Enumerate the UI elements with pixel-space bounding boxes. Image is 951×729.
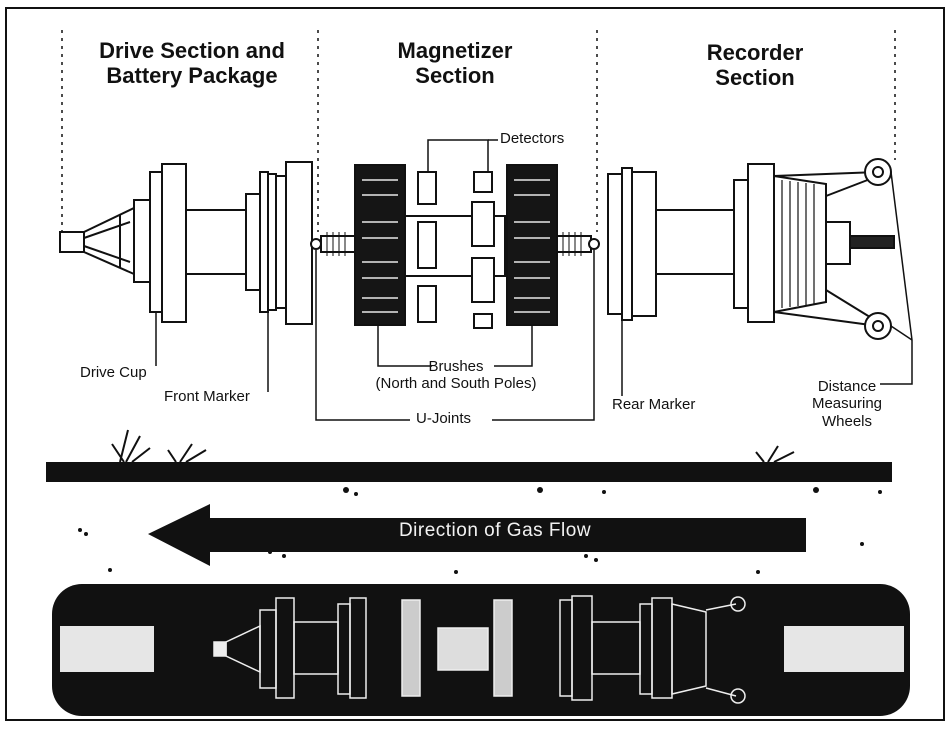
u-joint-left [311,239,321,249]
front-marker-label: Front Marker [164,388,250,405]
drive-section [60,162,312,324]
pipe [52,584,910,716]
u-joint-right [589,239,599,249]
gas-flow-label: Direction of Gas Flow [330,520,660,542]
magnetizer-section-header: Magnetizer Section [370,38,540,89]
recorder-section [608,159,894,339]
wheels-label-line1: Distance [802,378,892,395]
ground-surface [46,462,892,482]
nose-tip [60,232,84,252]
drive-cup [134,200,150,282]
brush-south [507,165,557,325]
u-joints-label: U-Joints [416,410,471,427]
recorder-section-header: Recorder Section [680,40,830,91]
wheels-label-line3: Wheels [802,413,892,430]
grass-tuft [112,430,794,462]
drive-header-line2: Battery Package [82,63,302,88]
distance-wheels-label: Distance Measuring Wheels [802,378,892,430]
magnetizer-section [311,165,599,328]
detector [418,222,436,268]
wheels-label-line2: Measuring [802,395,892,412]
nose-cone [84,208,134,274]
detectors-label: Detectors [500,130,564,147]
brushes-label-line2: (North and South Poles) [356,375,556,392]
magnetizer-header-line1: Magnetizer [370,38,540,63]
detector [474,172,492,192]
brush-north [355,165,405,325]
rear-marker-label: Rear Marker [612,396,695,413]
detector [418,172,436,204]
detector [472,202,494,246]
recorder-header-line2: Section [680,65,830,90]
magnetizer-header-line2: Section [370,63,540,88]
brushes-label-line1: Brushes [356,358,556,375]
brushes-label: Brushes (North and South Poles) [356,358,556,393]
detector [474,314,492,328]
detector [472,258,494,302]
battery-body [186,210,246,274]
drive-cup-label: Drive Cup [80,364,147,381]
rear-marker [622,168,632,320]
ground [46,430,892,574]
detector [418,286,436,322]
front-marker [260,172,268,312]
drive-header-line1: Drive Section and [82,38,302,63]
recorder-header-line1: Recorder [680,40,830,65]
drive-section-header: Drive Section and Battery Package [82,38,302,89]
